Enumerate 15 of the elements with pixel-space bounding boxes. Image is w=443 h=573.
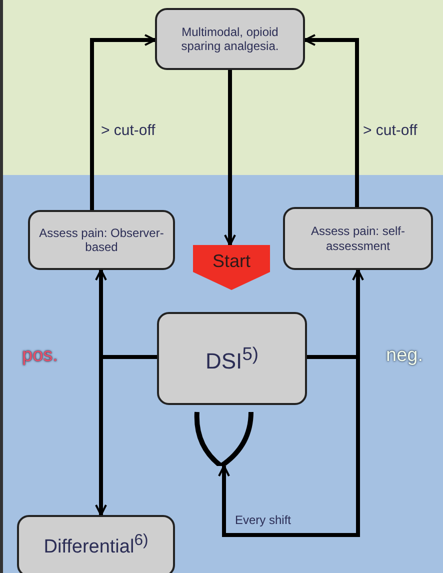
edge-label: Every shift <box>235 513 292 527</box>
process-box: Differential$^{6)}$ <box>17 515 175 573</box>
arrow <box>90 34 156 210</box>
edge-label: > cut-off <box>101 122 156 139</box>
start-label: Start <box>211 251 252 272</box>
process-box: Assess pain: self-assessment <box>283 207 433 270</box>
arrow <box>218 355 360 537</box>
branch-label: pos. <box>22 345 58 367</box>
process-box: Assess pain: Observer-based <box>28 210 175 270</box>
arrow <box>224 70 236 246</box>
edge-label: > cut-off <box>363 122 418 139</box>
process-box: Multimodal, opioid sparing analgesia. <box>155 8 305 70</box>
arrow <box>304 34 359 207</box>
branch-label: neg. <box>386 345 423 367</box>
process-box: DSI$^{5)}$ <box>157 312 307 405</box>
